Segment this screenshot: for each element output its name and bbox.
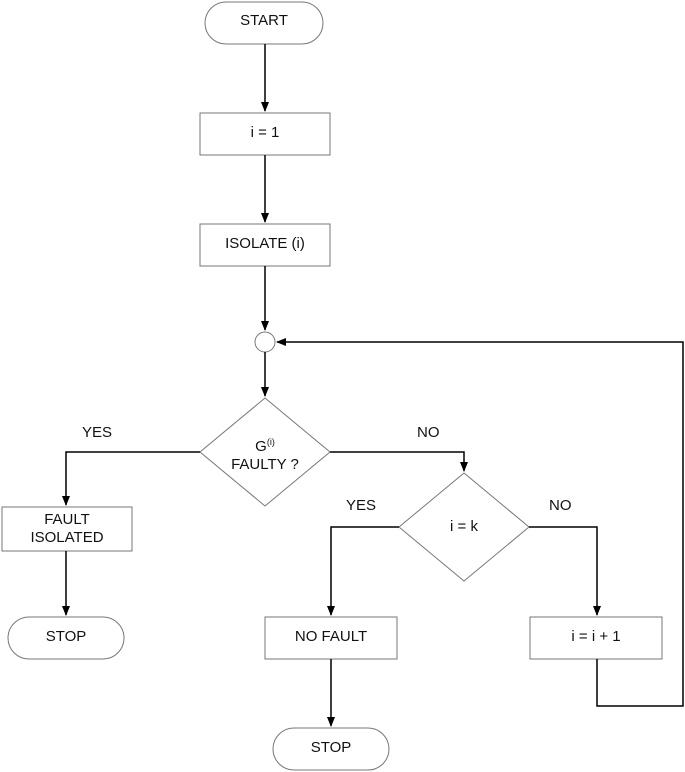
increment-box [529,616,663,660]
isolate-label: ISOLATE (i) [225,235,305,252]
faulty-decision-label: G(i) FAULTY ? [200,433,330,474]
k-decision-diamond [398,472,530,582]
k-decision-label: i = k [450,518,478,535]
arrow-k-no [529,526,601,616]
init-label: i = 1 [250,124,280,141]
fault-isolated-line1: FAULT [44,511,90,528]
start-label: START [240,12,288,29]
arrow-k-yes [327,526,399,616]
faulty-decision-line1: G(i) [200,433,330,456]
stop-bottom-label: STOP [310,739,352,756]
faulty-decision-sup: (i) [266,437,275,447]
arrow-faulty-yes [62,451,200,506]
init-process-box [199,112,331,156]
fault-isolated-line2: ISOLATED [30,529,104,546]
faulty-decision-diamond [199,397,331,507]
fault-isolated-box [1,506,133,552]
faulty-decision-base: G [255,438,267,455]
stop-left-label: STOP [45,628,87,645]
loop-connector [254,331,276,353]
arrow-faulty-no [330,451,468,472]
stop-left-terminal [7,616,125,660]
no-fault-box [264,616,398,660]
k-no-label: NO [549,497,572,514]
k-yes-label: YES [346,497,377,514]
isolate-process-box [199,223,331,267]
faulty-no-label: NO [417,424,440,441]
arrow-loop-back [276,338,684,707]
increment-label: i = i + 1 [571,628,621,645]
fault-isolated-label: FAULT ISOLATED [2,511,132,547]
start-terminal [204,1,324,45]
faulty-yes-label: YES [82,424,113,441]
stop-bottom-terminal [272,727,390,771]
faulty-decision-line2: FAULTY ? [231,456,299,473]
no-fault-label: NO FAULT [294,628,368,645]
